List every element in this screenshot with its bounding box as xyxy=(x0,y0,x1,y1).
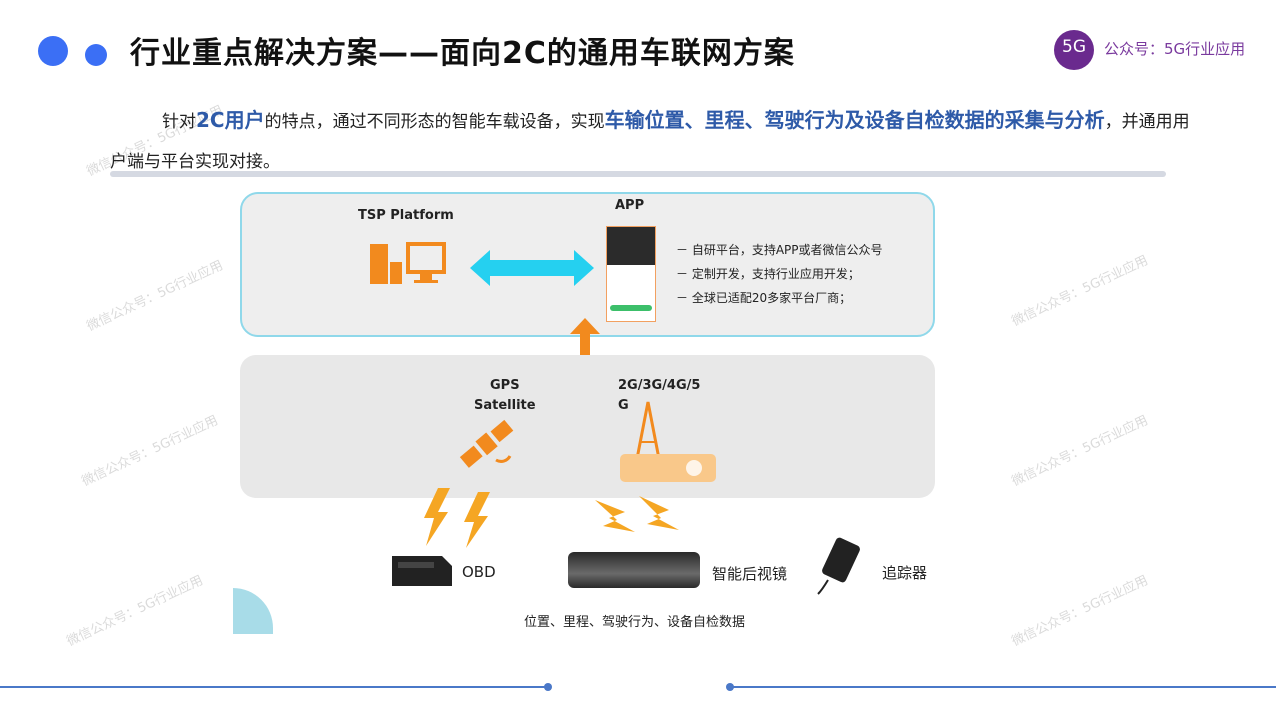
brand-text: 公众号：5G行业应用 xyxy=(1104,40,1246,58)
obd-label: OBD xyxy=(462,563,496,581)
footer-line xyxy=(730,686,1276,688)
satellite-icon xyxy=(459,419,514,468)
watermark: 微信公众号：5G行业应用 xyxy=(84,258,226,335)
tracker-label: 追踪器 xyxy=(882,564,928,582)
lightning-icon xyxy=(595,496,679,532)
app-screenshot xyxy=(606,226,656,322)
app-label: APP xyxy=(615,198,645,213)
obd-device-icon xyxy=(392,556,452,586)
brand-logo: 5G xyxy=(1054,30,1094,70)
rearview-mirror-image xyxy=(568,552,700,588)
lightning-icon xyxy=(424,488,490,548)
server-monitor-icon xyxy=(370,242,446,284)
decor-dot-icon xyxy=(85,44,107,66)
footer-dot xyxy=(544,683,552,691)
feature-list: － 自研平台，支持APP或者微信公众号 － 定制开发，支持行业应用开发； － 全… xyxy=(676,238,883,310)
watermark: 微信公众号：5G行业应用 xyxy=(1009,253,1151,330)
data-caption: 位置、里程、驾驶行为、设备自检数据 xyxy=(524,615,746,630)
decor-shape xyxy=(233,588,273,634)
cellular-label: 2G/3G/4G/5G xyxy=(618,378,701,413)
divider xyxy=(110,171,1166,177)
network-panel xyxy=(240,355,935,498)
feature-item: － 自研平台，支持APP或者微信公众号 xyxy=(676,243,883,257)
feature-item: － 定制开发，支持行业应用开发； xyxy=(676,267,860,281)
feature-item: － 全球已适配20多家平台厂商； xyxy=(676,291,852,305)
watermark: 微信公众号：5G行业应用 xyxy=(1009,573,1151,650)
decor-dot-icon xyxy=(38,36,68,66)
watermark: 微信公众号：5G行业应用 xyxy=(79,413,221,490)
mirror-label: 智能后视镜 xyxy=(712,565,788,583)
tsp-label: TSP Platform xyxy=(358,208,454,223)
footer-line xyxy=(0,686,548,688)
page-title: 行业重点解决方案——面向2C的通用车联网方案 xyxy=(130,36,795,71)
gps-label: GPS Satellite xyxy=(474,378,536,413)
gps-tracker-icon xyxy=(817,537,860,595)
watermark: 微信公众号：5G行业应用 xyxy=(1009,413,1151,490)
intro-text: 针对2C用户的特点，通过不同形态的智能车载设备，实现车输位置、里程、驾驶行为及设… xyxy=(110,108,1190,172)
bidirectional-arrow-icon xyxy=(470,250,594,286)
cell-tower-icon xyxy=(620,401,716,482)
watermark: 微信公众号：5G行业应用 xyxy=(64,573,206,650)
footer-dot xyxy=(726,683,734,691)
